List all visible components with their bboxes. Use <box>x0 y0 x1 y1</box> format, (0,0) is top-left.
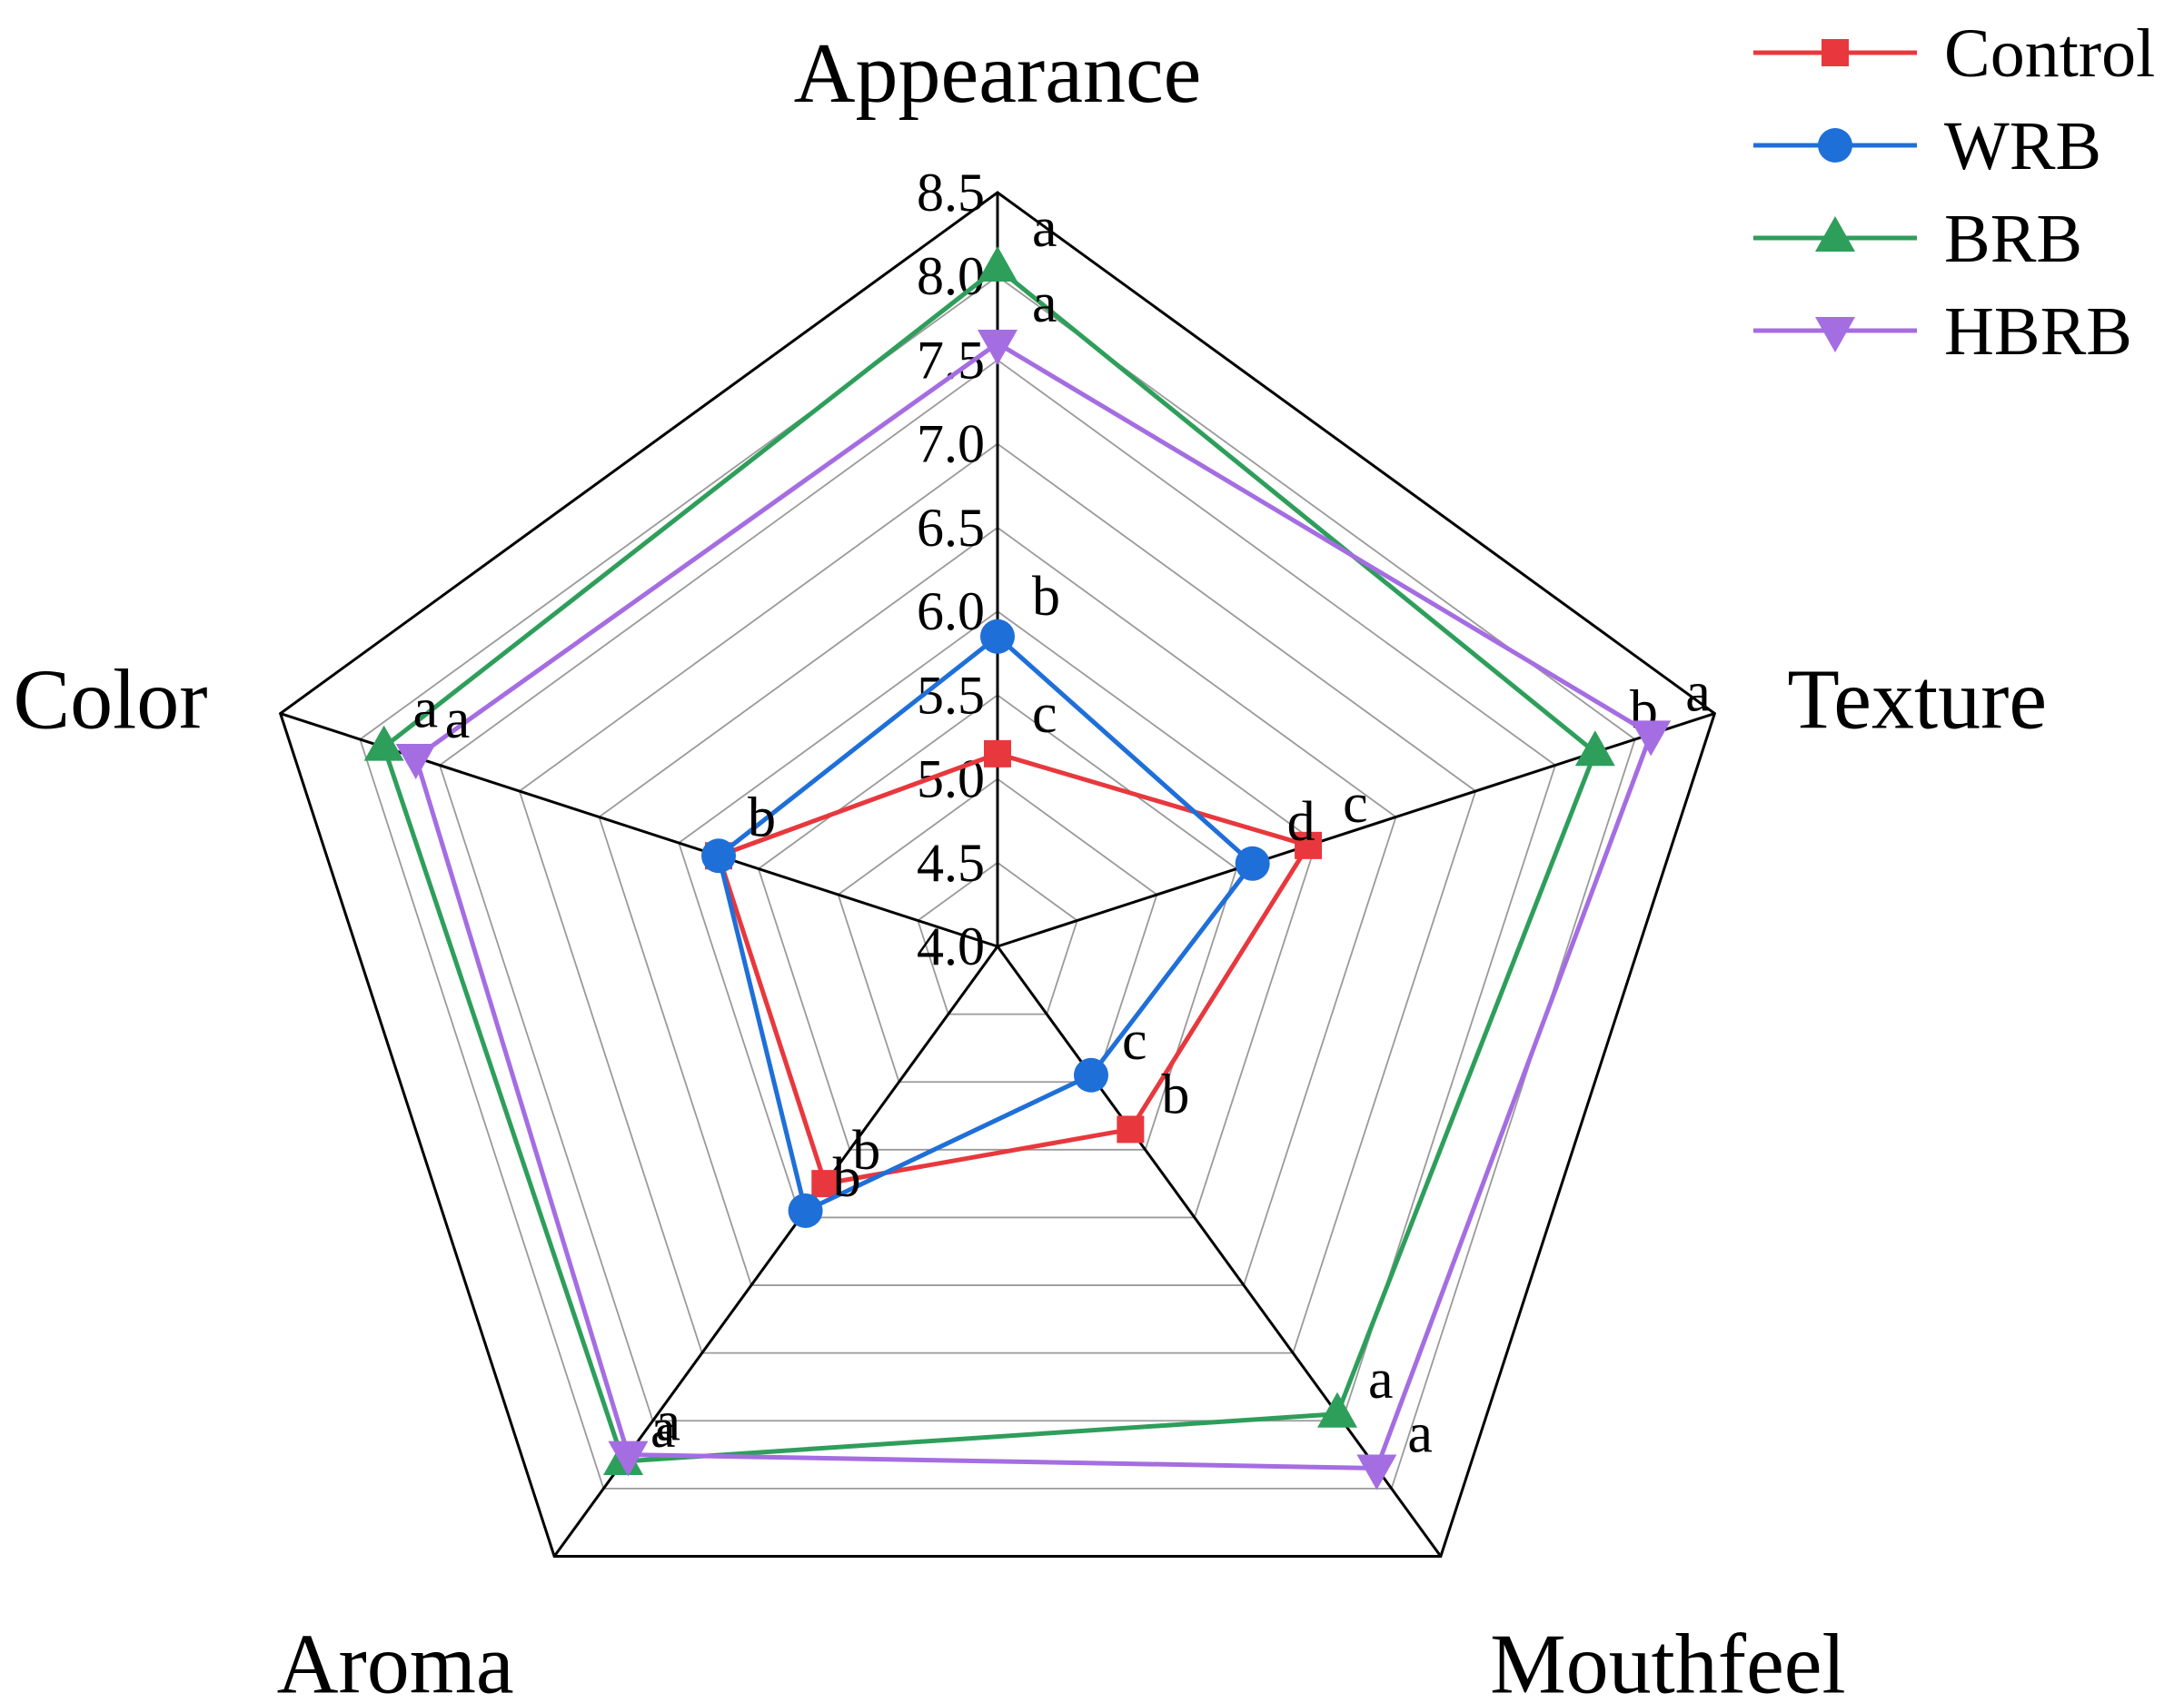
grid-ring <box>678 609 1317 1219</box>
axis-line-color <box>280 712 998 948</box>
significance-label-control-aroma: b <box>852 1120 880 1182</box>
data-point-wrb-appearance <box>980 619 1015 654</box>
series-line-hbrb <box>413 341 1653 1470</box>
grid-ring <box>518 442 1477 1354</box>
series-line-control <box>716 751 1311 1186</box>
significance-label-hbrb-mouthfeel: a <box>1407 1402 1433 1464</box>
tick-labels: 4.04.55.05.56.06.57.07.58.08.5 <box>917 163 985 976</box>
grid-ring <box>837 777 1158 1084</box>
significance-label-control-appearance: c <box>1032 683 1057 745</box>
significance-label-wrb-mouthfeel: c <box>1122 1010 1147 1072</box>
legend-marker <box>1815 317 1855 352</box>
legend-label: HBRB <box>1944 293 2132 370</box>
legend-item-hbrb: HBRB <box>1753 293 2132 370</box>
data-point-brb-texture <box>1574 730 1615 767</box>
data-point-wrb-mouthfeel <box>1073 1057 1108 1093</box>
tick-label: 6.5 <box>917 498 985 558</box>
data-point-hbrb-mouthfeel <box>1356 1454 1397 1490</box>
grid-ring <box>278 191 1717 1558</box>
legend-item-brb: BRB <box>1753 201 2082 277</box>
significance-label-wrb-texture: d <box>1287 791 1315 853</box>
grid-ring <box>438 359 1557 1422</box>
legend-item-control: Control <box>1753 15 2155 92</box>
tick-label: 4.0 <box>917 916 985 976</box>
legend-label: BRB <box>1944 201 2082 277</box>
data-point-brb-appearance <box>978 246 1018 282</box>
legend-marker <box>1818 128 1852 163</box>
axis-title-mouthfeel: Mouthfeel <box>1490 1617 1846 1703</box>
data-point-brb-mouthfeel <box>1317 1391 1358 1428</box>
significance-label-hbrb-appearance: a <box>1032 272 1057 334</box>
significance-label-brb-mouthfeel: a <box>1368 1349 1394 1411</box>
data-point-hbrb-texture <box>1631 720 1672 757</box>
data-point-wrb-texture <box>1235 846 1270 881</box>
legend-item-wrb: WRB <box>1753 108 2101 184</box>
significance-label-hbrb-color: a <box>445 688 471 750</box>
significance-label-control-texture: c <box>1343 773 1368 835</box>
series-line-brb <box>382 265 1598 1464</box>
axis-title-aroma: Aroma <box>277 1617 514 1703</box>
data-point-wrb-color <box>701 838 737 874</box>
legend-marker <box>1822 39 1849 66</box>
data-point-brb-color <box>363 725 404 761</box>
tick-label: 8.5 <box>917 163 985 223</box>
data-point-control-texture <box>1295 831 1323 859</box>
significance-label-control-mouthfeel: b <box>1161 1064 1189 1125</box>
significance-label-brb-aroma: a <box>650 1398 676 1460</box>
significance-label-brb-appearance: a <box>1032 197 1057 259</box>
significance-label-brb-color: a <box>413 678 439 740</box>
tick-label: 6.0 <box>917 581 985 641</box>
significance-label-hbrb-texture: a <box>1685 661 1711 723</box>
tick-label: 4.5 <box>917 833 985 893</box>
data-point-control-mouthfeel <box>1117 1115 1145 1144</box>
axis-title-color: Color <box>13 653 207 748</box>
significance-label-wrb-color: b <box>748 787 776 848</box>
data-point-hbrb-appearance <box>978 330 1018 365</box>
legend-label: Control <box>1944 15 2155 92</box>
tick-label: 8.0 <box>917 246 985 306</box>
grid-ring <box>757 694 1238 1151</box>
series-line-wrb <box>716 634 1256 1213</box>
data-point-hbrb-aroma <box>608 1441 649 1477</box>
data-point-wrb-aroma <box>788 1193 823 1228</box>
significance-label-wrb-appearance: b <box>1032 566 1060 628</box>
grid-ring <box>598 526 1397 1286</box>
significance-label-hbrb-aroma: a <box>655 1391 680 1453</box>
grid-ring <box>917 861 1078 1015</box>
data-point-hbrb-color <box>395 743 436 779</box>
axis-title-appearance: Appearance <box>794 26 1202 121</box>
axis-title-texture: Texture <box>1787 653 2047 748</box>
tick-label: 7.0 <box>917 414 985 474</box>
data-point-control-aroma <box>811 1170 839 1198</box>
data-point-control-appearance <box>984 739 1011 767</box>
legend-label: WRB <box>1944 108 2101 184</box>
significance-label-wrb-aroma: b <box>833 1147 861 1209</box>
grid-layer <box>278 191 1717 1558</box>
legend-marker <box>1815 216 1855 252</box>
significance-label-control-color: b <box>748 787 776 848</box>
